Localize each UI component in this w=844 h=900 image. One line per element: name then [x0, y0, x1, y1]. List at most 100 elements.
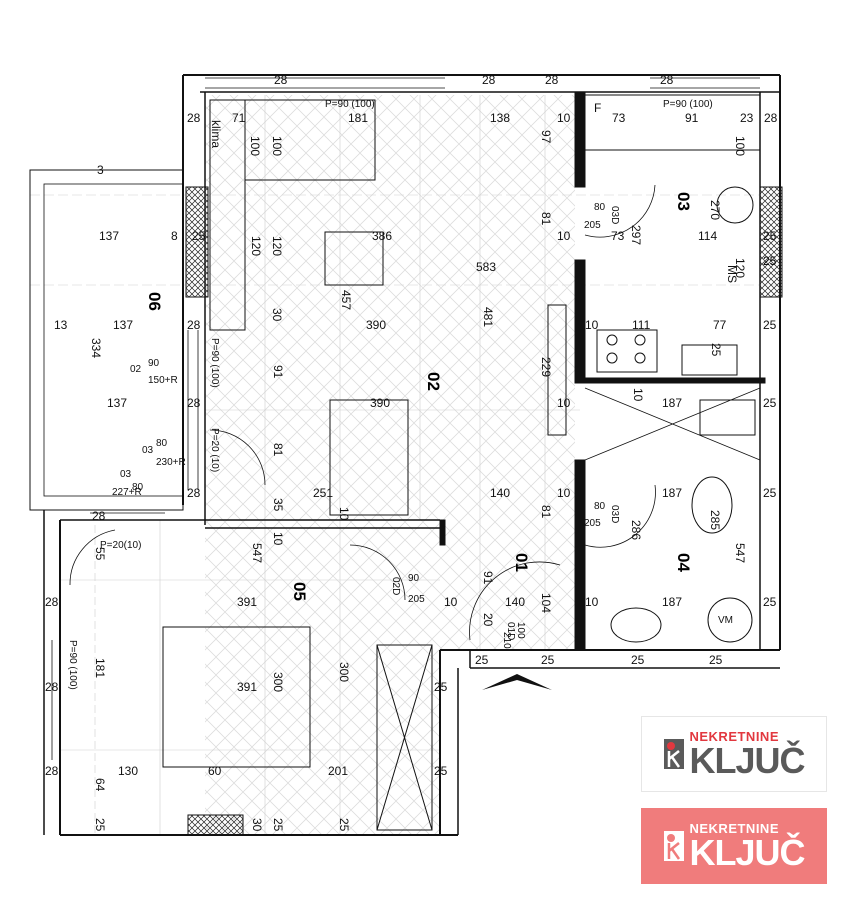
dim: 81 — [539, 212, 553, 226]
dim: 35 — [271, 498, 285, 512]
dim: 391 — [237, 595, 257, 609]
dim: 73 — [612, 111, 626, 125]
door-wc-width: 80 — [594, 501, 606, 512]
door-entry-width: 100 — [515, 622, 526, 639]
dim: 10 — [557, 396, 571, 410]
dim: 137 — [99, 229, 119, 243]
dim: 114 — [698, 229, 717, 243]
notes: klima MS VM F — [209, 101, 739, 626]
dim: 547 — [250, 543, 264, 563]
dim: 28 — [187, 486, 201, 500]
dim: 391 — [237, 680, 257, 694]
dim: 25 — [434, 680, 448, 694]
dim: 25 — [763, 229, 777, 243]
dim: 77 — [713, 318, 727, 332]
dim: 104 — [539, 593, 553, 613]
dim: 91 — [685, 111, 699, 125]
dim: 181 — [93, 658, 107, 678]
dim: 60 — [208, 764, 222, 778]
agency-logo[interactable]: NEKRETNINE KLJUČ — [641, 716, 827, 792]
door-bath-tag: 03D — [609, 206, 620, 224]
dim: 111 — [632, 318, 651, 332]
dim: 120 — [270, 236, 284, 256]
dim: 28 — [545, 73, 559, 87]
window-02-width: 90 — [148, 358, 160, 369]
dim: 25 — [192, 229, 206, 243]
room-label-03: 03 — [674, 192, 693, 211]
room-labels: 01 02 03 04 05 06 — [145, 192, 693, 601]
logo-wordmark: KLJUČ — [689, 739, 805, 781]
dim: 81 — [271, 443, 285, 457]
klima-note: klima — [209, 120, 223, 148]
dim: 25 — [709, 653, 723, 667]
top-right-window-label: P=90 (100) — [663, 99, 713, 110]
room-label-02: 02 — [424, 372, 443, 391]
door-bed-width: 90 — [408, 573, 420, 584]
dim: 28 — [764, 111, 778, 125]
west-window-2-label: P=20 (10) — [209, 428, 220, 472]
dim: 25 — [475, 653, 489, 667]
door-bed-height: 205 — [408, 594, 425, 605]
bedroom-window-small-label: P=20(10) — [100, 540, 141, 551]
dim: 28 — [45, 764, 59, 778]
dim: 130 — [118, 764, 138, 778]
dim: 28 — [187, 396, 201, 410]
key-icon — [664, 739, 685, 769]
dim: 334 — [89, 338, 103, 358]
room-label-06: 06 — [145, 292, 164, 311]
bedroom-window-large-label: P=90 (100) — [67, 640, 78, 690]
dim: 386 — [372, 229, 392, 243]
dim: 181 — [348, 111, 368, 125]
window-02-size: 150+R — [148, 375, 178, 386]
dim: 28 — [187, 318, 201, 332]
furniture — [162, 94, 761, 831]
dim: 10 — [444, 595, 458, 609]
dim: 229 — [539, 357, 553, 377]
dim: 25 — [763, 254, 777, 268]
agency-logo-red[interactable]: NEKRETNINE KLJUČ — [641, 808, 827, 884]
dim: 25 — [271, 818, 285, 832]
logo-tagline: NEKRETNINE — [689, 728, 779, 744]
dim: 286 — [629, 520, 643, 540]
logo-wordmark: KLJUČ — [689, 831, 805, 873]
dim: 28 — [187, 111, 201, 125]
dim: 10 — [557, 229, 571, 243]
dim: 390 — [366, 318, 386, 332]
dim: 140 — [505, 595, 525, 609]
dim: 25 — [337, 818, 351, 832]
dim: 55 — [93, 547, 107, 561]
dim: 97 — [539, 130, 553, 144]
door-entry-tag: 01D — [505, 622, 516, 640]
dim: 10 — [631, 388, 645, 402]
dim: 25 — [709, 343, 723, 357]
dim: 137 — [107, 396, 127, 410]
door-03b-tag: 03 — [120, 469, 132, 480]
dim: 23 — [740, 111, 754, 125]
dim: 201 — [328, 764, 348, 778]
door-wc-height: 205 — [584, 518, 601, 529]
dim: 28 — [45, 680, 59, 694]
dim: 25 — [763, 254, 777, 268]
dim: 251 — [313, 486, 333, 500]
windows — [43, 77, 760, 760]
dim: 120 — [249, 236, 263, 256]
dim: 138 — [490, 111, 510, 125]
dim: 30 — [250, 818, 264, 832]
dim: 64 — [93, 778, 107, 792]
dim: 285 — [708, 510, 722, 530]
dim: 100 — [270, 136, 284, 156]
dim: 187 — [662, 486, 682, 500]
dim: 10 — [585, 318, 599, 332]
dim: 25 — [763, 486, 777, 500]
dim: 25 — [763, 595, 777, 609]
dim: 28 — [45, 595, 59, 609]
dim: 10 — [557, 111, 571, 125]
window-03-size: 230+R — [156, 457, 186, 468]
dim: 583 — [476, 260, 496, 274]
dim: 13 — [54, 318, 68, 332]
dim: 25 — [631, 653, 645, 667]
dim: 100 — [733, 136, 747, 156]
room-label-04: 04 — [674, 553, 693, 572]
dim: 73 — [611, 229, 625, 243]
room-label-05: 05 — [290, 582, 309, 601]
